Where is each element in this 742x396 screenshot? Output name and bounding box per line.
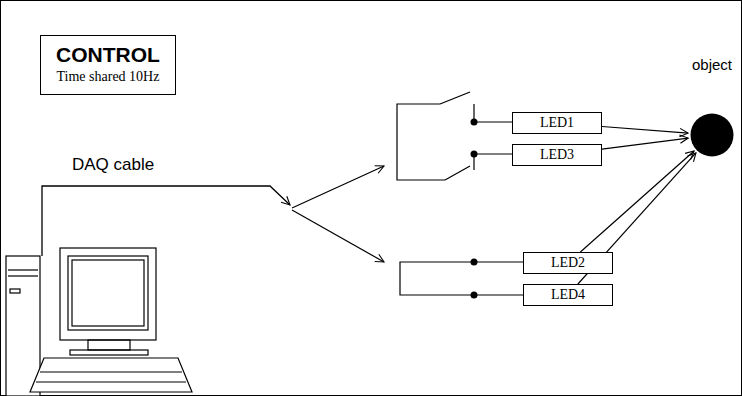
light-ray-arrow	[580, 151, 694, 252]
switch-wiring	[397, 92, 512, 180]
led-label: LED3	[519, 146, 595, 164]
light-ray-arrow	[602, 138, 688, 149]
cable-label: DAQ cable	[72, 155, 154, 175]
led-label: LED1	[519, 114, 595, 132]
led-wiring	[400, 262, 523, 295]
led-label: LED4	[530, 286, 606, 304]
object-label: object	[688, 56, 736, 74]
led-box: LED4	[523, 284, 613, 306]
control-subtitle: Time shared 10Hz	[49, 68, 167, 86]
object-disc	[690, 113, 734, 157]
contact-dot	[471, 151, 478, 158]
control-box: CONTROLTime shared 10Hz	[40, 35, 176, 95]
led-box: LED3	[512, 144, 602, 166]
object-disc: object	[688, 56, 736, 157]
contact-dot	[471, 292, 478, 299]
light-ray-arrow	[602, 126, 688, 133]
split-arrow	[292, 210, 384, 262]
split-arrow	[292, 166, 384, 208]
daq-cable	[42, 186, 290, 256]
control-title: CONTROL	[49, 42, 167, 68]
computer-icon	[6, 248, 192, 396]
contact-dot	[471, 119, 478, 126]
led-box: LED2	[523, 252, 613, 274]
led-label: LED2	[530, 254, 606, 272]
contact-dot	[471, 259, 478, 266]
led-box: LED1	[512, 112, 602, 134]
